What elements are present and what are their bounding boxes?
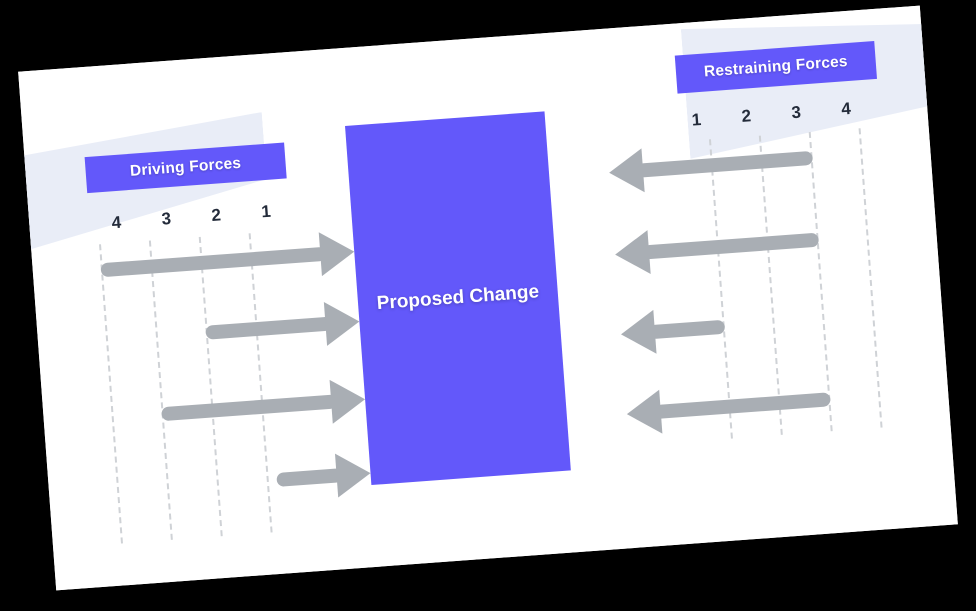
scale-left-tick-2: 2 xyxy=(210,205,222,226)
driving-force-arrow-1[interactable] xyxy=(99,229,356,292)
scale-left-tick-4: 4 xyxy=(111,212,122,233)
arrow-shaft xyxy=(205,316,332,340)
proposed-change-label: Proposed Change xyxy=(376,281,540,315)
restraining-force-arrow-4[interactable] xyxy=(625,377,832,437)
driving-force-arrow-3[interactable] xyxy=(160,377,367,436)
arrow-shaft xyxy=(642,232,820,260)
restraining-force-arrow-2[interactable] xyxy=(613,218,821,277)
card-inner: Driving Forces Restraining Forces 4 3 2 … xyxy=(18,5,958,591)
restraining-force-arrow-1[interactable] xyxy=(607,136,815,195)
force-field-card: Driving Forces Restraining Forces 4 3 2 … xyxy=(18,5,958,591)
restraining-force-arrow-3[interactable] xyxy=(619,305,726,357)
arrow-head-right-icon xyxy=(334,451,373,498)
scale-right-tick-1: 1 xyxy=(691,109,702,130)
driving-forces-label: Driving Forces xyxy=(129,154,242,180)
scale-right-tick-2: 2 xyxy=(740,106,752,126)
arrow-head-right-icon xyxy=(323,299,361,346)
driving-force-arrow-4[interactable] xyxy=(275,451,373,502)
scale-left-tick-3: 3 xyxy=(160,209,172,229)
scale-left-tick-1: 1 xyxy=(260,201,272,222)
arrow-head-right-icon xyxy=(329,377,367,424)
scale-right-tick-4: 4 xyxy=(840,98,852,119)
scale-right: 1 2 3 4 xyxy=(671,97,882,132)
arrow-shaft xyxy=(100,246,327,278)
arrow-shaft xyxy=(648,319,726,340)
restraining-forces-heading: Restraining Forces xyxy=(674,41,877,94)
gridline-right-4 xyxy=(858,128,883,428)
driving-forces-heading: Driving Forces xyxy=(84,142,287,194)
arrow-head-right-icon xyxy=(318,229,356,277)
arrow-shaft xyxy=(161,394,338,422)
restraining-forces-label: Restraining Forces xyxy=(703,53,849,81)
arrow-shaft xyxy=(636,150,814,178)
arrow-shaft xyxy=(276,468,344,487)
arrow-shaft xyxy=(654,392,831,420)
scale-right-tick-3: 3 xyxy=(790,102,802,123)
scale-left: 4 3 2 1 xyxy=(91,199,302,234)
driving-force-arrow-2[interactable] xyxy=(204,299,361,355)
proposed-change-box[interactable]: Proposed Change xyxy=(345,111,571,486)
